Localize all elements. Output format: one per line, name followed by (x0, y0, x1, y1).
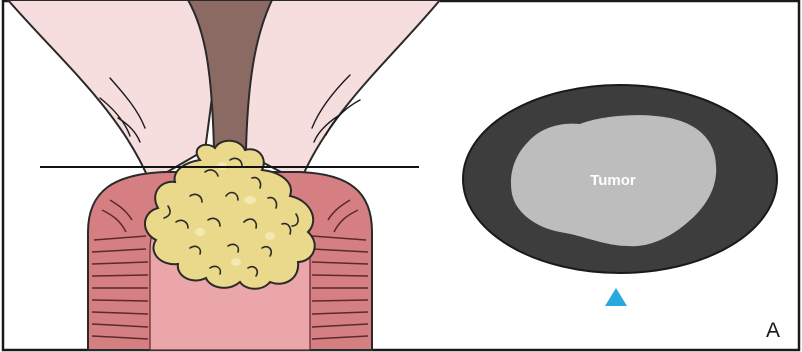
panel-label: A (766, 319, 780, 342)
tumor-label: Tumor (590, 172, 636, 189)
